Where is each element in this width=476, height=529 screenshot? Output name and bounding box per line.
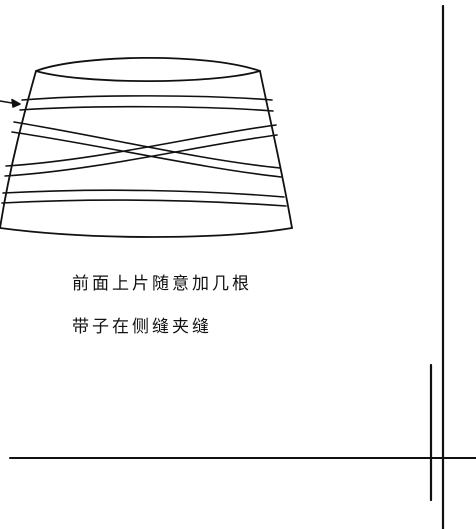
strap-cross-2a xyxy=(5,124,277,167)
arrow-head xyxy=(11,98,21,108)
strap-top-a xyxy=(21,95,273,101)
strap-top-b xyxy=(19,105,274,112)
garment-panel xyxy=(0,56,293,238)
strap-cross-2b xyxy=(4,134,278,177)
strap-group xyxy=(1,95,287,207)
panel-left-side xyxy=(0,70,37,229)
annotation-line-1: 前面上片随意加几根 xyxy=(72,274,252,294)
strap-bottom-b xyxy=(1,199,287,207)
panel-right-side xyxy=(259,70,293,229)
strap-bottom-a xyxy=(2,189,285,198)
annotation-line-2: 带子在侧缝夹缝 xyxy=(72,317,212,337)
strap-cross-1b xyxy=(11,131,282,178)
pointer-arrow xyxy=(0,98,21,108)
panel-hem xyxy=(0,227,293,238)
panel-top-edge xyxy=(35,56,261,83)
